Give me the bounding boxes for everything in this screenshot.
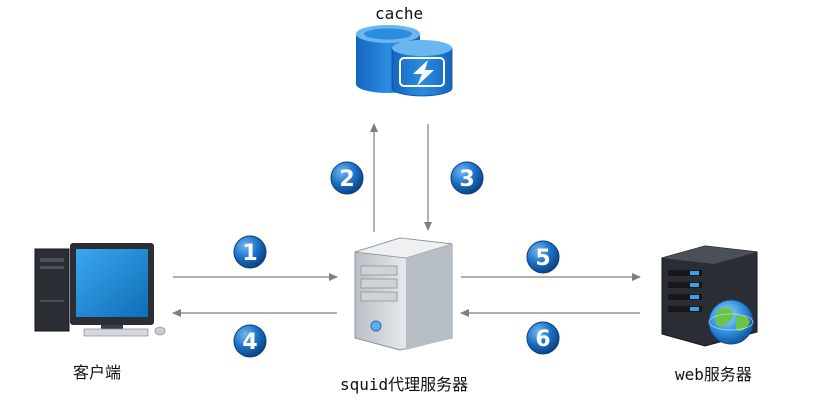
step-number-3: 3 <box>459 167 474 192</box>
desktop-computer-icon <box>34 243 166 337</box>
proxy-server-label: squid代理服务器 <box>340 375 469 394</box>
server-tower-icon <box>354 237 453 351</box>
cache-label: cache <box>375 4 424 23</box>
web-server-globe-icon <box>661 245 758 347</box>
step-number-2: 2 <box>339 167 354 192</box>
step-badge-6: 6 <box>526 321 560 355</box>
web-server-label: web服务器 <box>675 365 752 384</box>
client-label: 客户端 <box>73 363 122 382</box>
step-badge-4: 4 <box>233 324 267 358</box>
step-number-1: 1 <box>242 241 257 266</box>
step-badge-1: 1 <box>233 235 267 269</box>
database-lightning-icon <box>356 25 453 97</box>
arrows <box>172 123 641 317</box>
step-number-4: 4 <box>242 330 257 355</box>
step-badge-2: 2 <box>330 161 364 195</box>
step-number-6: 6 <box>535 327 550 352</box>
step-number-5: 5 <box>535 246 550 271</box>
step-badge-3: 3 <box>450 161 484 195</box>
step-badge-5: 5 <box>526 240 560 274</box>
